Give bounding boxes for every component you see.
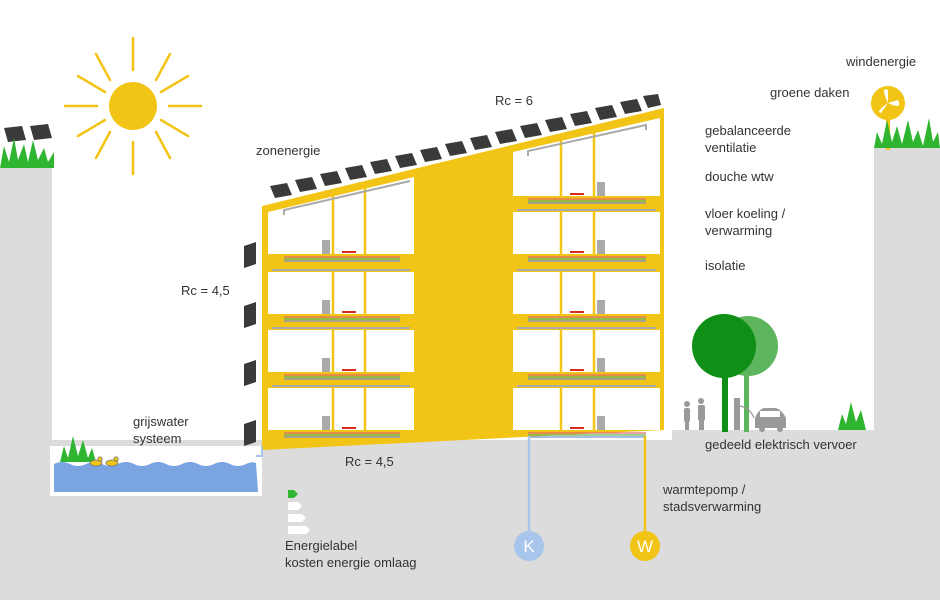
solar-panel-icon <box>4 124 52 142</box>
w-node: W <box>630 531 660 561</box>
label-energy-line2: kosten energie omlaag <box>285 554 417 571</box>
label-grey-water-line1: grijswater <box>133 413 189 430</box>
label-rc-floor: Rc = 4,5 <box>345 453 394 470</box>
label-rc-wall: Rc = 4,5 <box>181 282 230 299</box>
label-grey-water-line2: systeem <box>133 430 189 447</box>
label-ventilation-line2: ventilatie <box>705 139 791 156</box>
label-heat-pump: warmtepomp / stadsverwarming <box>663 481 761 515</box>
label-green-roofs: groene daken <box>770 84 850 101</box>
grass-icon <box>0 138 54 168</box>
label-insulation: isolatie <box>705 257 745 274</box>
label-floor-line1: vloer koeling / <box>705 205 785 222</box>
label-energy-label: Energielabel kosten energie omlaag <box>285 537 417 571</box>
label-floor-cooling-heating: vloer koeling / verwarming <box>705 205 785 239</box>
label-shower-heat-recovery: douche wtw <box>705 168 774 185</box>
label-solar-energy: zonenergie <box>256 142 320 159</box>
w-node-label: W <box>637 537 653 556</box>
label-floor-line2: verwarming <box>705 222 785 239</box>
grass-icon <box>838 402 866 430</box>
people-icon <box>684 398 705 430</box>
label-shared-electric-transport: gedeeld elektrisch vervoer <box>705 436 857 453</box>
label-heat-pump-line1: warmtepomp / <box>663 481 761 498</box>
label-grey-water: grijswater systeem <box>133 413 189 447</box>
grass-icon <box>874 118 940 148</box>
left-wing-rooms <box>268 177 414 430</box>
label-ventilation: gebalanceerde ventilatie <box>705 122 791 156</box>
sun-icon <box>65 38 201 174</box>
facade-panels <box>244 242 256 446</box>
car-icon <box>755 408 786 432</box>
k-node: K <box>514 531 544 561</box>
label-heat-pump-line2: stadsverwarming <box>663 498 761 515</box>
label-windenergie: windenergie <box>846 53 916 70</box>
k-node-label: K <box>523 537 535 556</box>
label-energy-line1: Energielabel <box>285 537 417 554</box>
label-ventilation-line1: gebalanceerde <box>705 122 791 139</box>
label-rc-roof: Rc = 6 <box>495 92 533 109</box>
